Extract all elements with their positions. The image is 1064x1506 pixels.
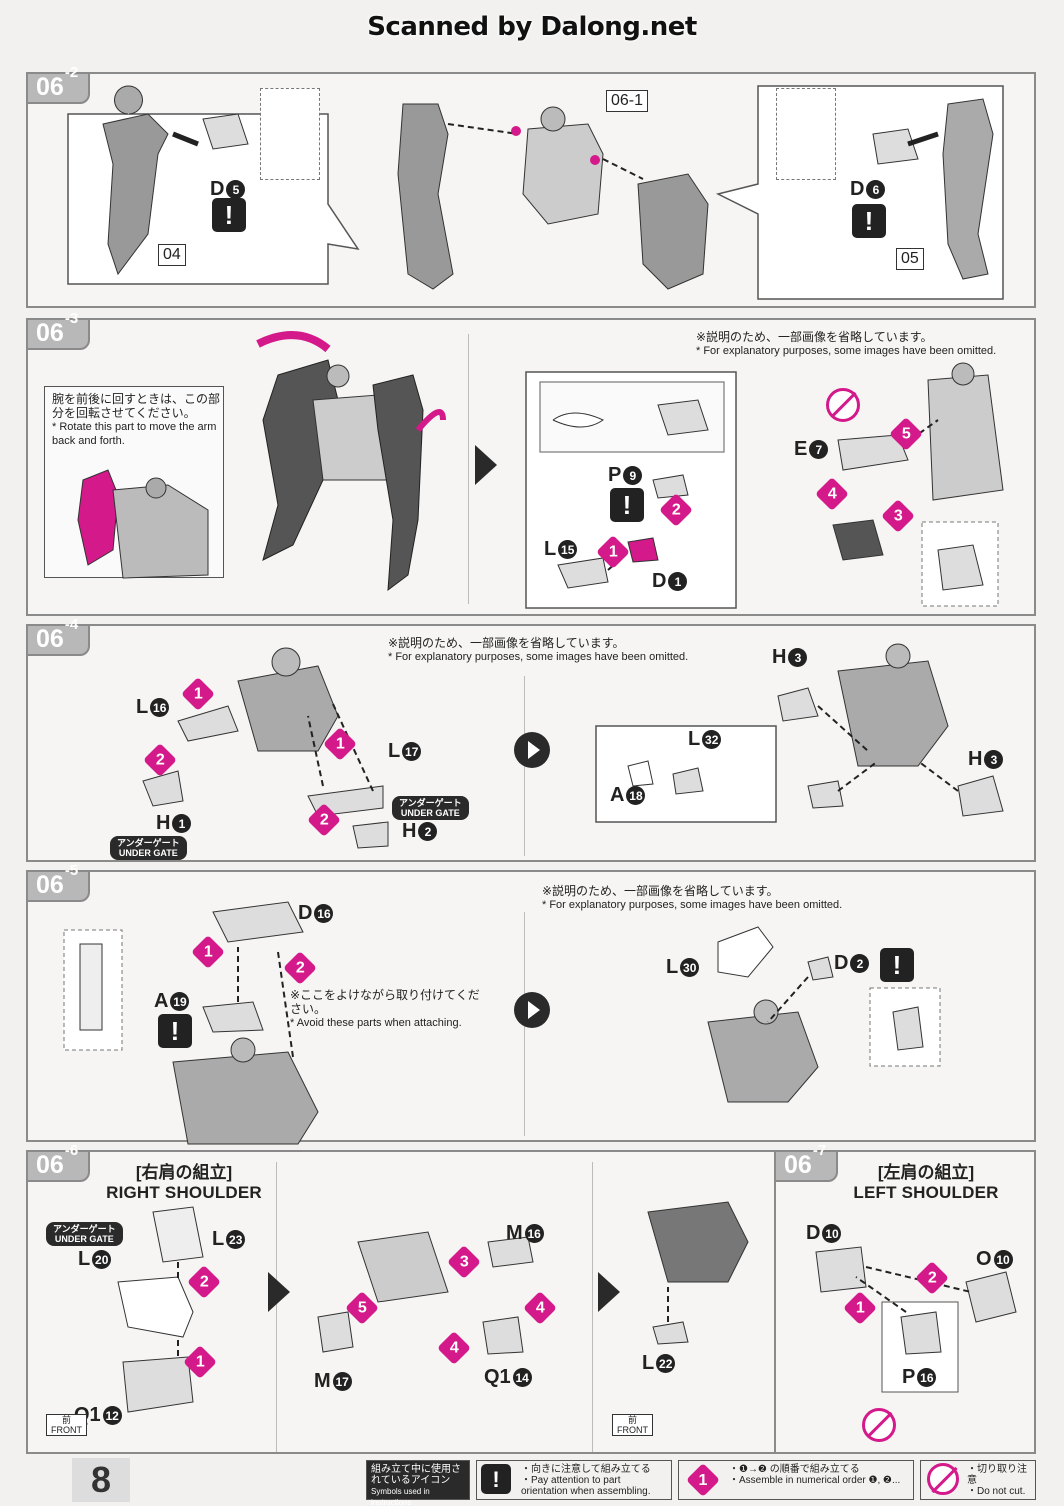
right-shoulder-heading: [右肩の組立] RIGHT SHOULDER: [106, 1163, 262, 1202]
step-06-3-panel: 06-3 腕を前後に回すときは、この部分を回転させてください。 * Rotate…: [26, 310, 1036, 616]
step-06-5-panel: 06-5 ※説明のため、一部画像を省略しています。 * For explanat…: [26, 862, 1036, 1145]
next-arrow-icon: [598, 1272, 620, 1312]
step-06-4-panel: 06-4 ※説明のため、一部画像を省略しています。 * For explanat…: [26, 616, 1036, 862]
step-06-2-tag: 06-2: [26, 64, 91, 104]
page-number: 8: [72, 1458, 130, 1502]
waist-assembly-illustration: [142, 643, 1004, 849]
step-06-4-tag: 06-4: [26, 616, 91, 656]
ref-step-06-1: 06-1: [606, 90, 649, 112]
step-divider: [592, 1162, 593, 1452]
rotation-detail-illustration: [77, 331, 1004, 609]
detail-box-right: [776, 88, 836, 180]
orientation-warning-icon: !: [610, 488, 644, 522]
right-shoulder-illustration: [117, 1201, 749, 1413]
legend-order: 1 ・❶→❷ の順番で組み立てる ・Assemble in numerical …: [678, 1460, 914, 1500]
no-cut-icon: [826, 388, 860, 422]
step-06-6-tag: 06-6: [26, 1142, 91, 1182]
no-cut-icon: [862, 1408, 896, 1442]
omitted-note: ※説明のため、一部画像を省略しています。 * For explanatory p…: [542, 884, 843, 911]
order-mark-icon: 1: [686, 1463, 720, 1497]
next-arrow-icon: [514, 992, 550, 1028]
ref-step-04: 04: [158, 244, 186, 266]
step-divider: [468, 334, 469, 604]
left-shoulder-illustration: [815, 1246, 1017, 1393]
detail-box-left: [260, 88, 320, 180]
arm-assembly-illustration: [67, 85, 1004, 300]
step-06-7-tag: 06-7: [774, 1142, 839, 1182]
legend-nocut: ・切り取り注意 ・Do not cut.: [920, 1460, 1036, 1500]
ref-step-05: 05: [896, 248, 924, 270]
step-06-5-tag: 06-5: [26, 862, 91, 902]
no-cut-icon: [927, 1463, 959, 1495]
next-arrow-icon: [514, 732, 550, 768]
avoid-parts-note: ※ここをよけながら取り付けてください。 * Avoid these parts …: [290, 988, 480, 1029]
orientation-warning-icon: !: [212, 198, 246, 232]
step-06-3-tag: 06-3: [26, 310, 91, 350]
left-shoulder-heading: [左肩の組立] LEFT SHOULDER: [853, 1163, 999, 1202]
orientation-warning-icon: !: [880, 948, 914, 982]
orientation-warning-icon: !: [481, 1464, 511, 1494]
next-arrow-icon: [268, 1272, 290, 1312]
chest-assembly-illustration: [63, 901, 941, 1145]
omitted-note: ※説明のため、一部画像を省略しています。 * For explanatory p…: [696, 330, 997, 357]
next-arrow-icon: [475, 445, 497, 485]
omitted-note: ※説明のため、一部画像を省略しています。 * For explanatory p…: [388, 636, 689, 663]
symbols-legend-title: 組み立て中に使用されているアイコン Symbols used in instru…: [366, 1460, 470, 1506]
watermark: Scanned by Dalong.net: [367, 12, 697, 42]
rotate-note: 腕を前後に回すときは、この部分を回転させてください。 * Rotate this…: [52, 392, 221, 447]
legend-orientation: ! ・向きに注意して組み立てる ・Pay attention to part o…: [476, 1460, 672, 1500]
orientation-warning-icon: !: [852, 204, 886, 238]
orientation-warning-icon: !: [158, 1014, 192, 1048]
